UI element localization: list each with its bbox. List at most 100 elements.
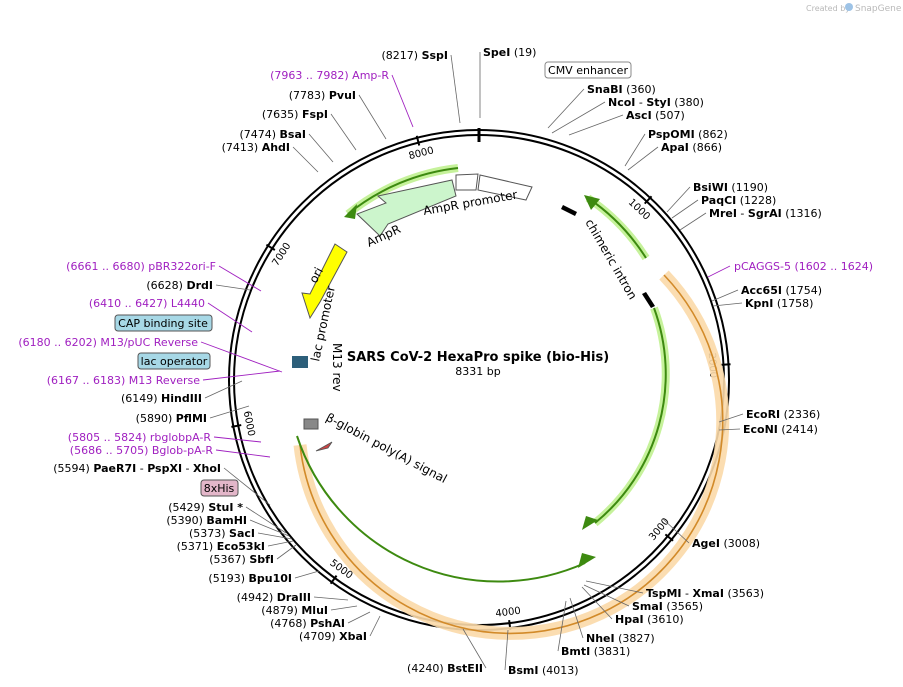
site-label: (8217) SspI (381, 49, 448, 62)
site-leader (330, 113, 357, 151)
site-paqci: PaqCI (1228) (701, 194, 776, 207)
site-nhei: NheI (3827) (586, 632, 655, 645)
site-leader (249, 519, 290, 537)
site-bsteii: (4240) BstEII (407, 662, 483, 675)
site-bmti: BmtI (3831) (561, 645, 630, 658)
site-leader (679, 212, 707, 231)
lac-operator-box: lac operator (137, 352, 211, 370)
site-ahdi: (7413) AhdI (222, 141, 290, 154)
site-smai: SmaI (3565) (632, 600, 703, 613)
site-leader (718, 428, 741, 431)
site-leader (450, 54, 461, 124)
site-label: TspMI - XmaI (3563) (646, 587, 764, 600)
restriction-site-labels: SpeI (19) SnaBI (360)NcoI - StyI (380)Asc… (53, 46, 822, 677)
primer-leader (215, 449, 271, 458)
site-leader (569, 597, 584, 639)
chimeric-intron-marker (561, 205, 577, 216)
site-label: (5890) PflMI (136, 412, 207, 425)
ruler-tick (643, 195, 653, 205)
ruler-label: 3000 (647, 516, 672, 543)
feature-labels: AmpR promoter AmpR ori lac promoter M13 … (306, 188, 640, 486)
site-leader (624, 133, 646, 167)
site-leader (581, 586, 613, 620)
site-mlui: (4879) MluI (261, 604, 328, 617)
site-label: (7635) FspI (262, 108, 328, 121)
plasmid-size: 8331 bp (455, 365, 500, 378)
spike-cds-track (293, 270, 730, 640)
site-sbfi: (5367) SbfI (209, 553, 274, 566)
site-leader (223, 467, 271, 506)
site-leader (276, 544, 297, 560)
site-leader (204, 380, 243, 399)
site-hpai: HpaI (3610) (615, 613, 684, 626)
site-label: (4240) BstEII (407, 662, 483, 675)
plasmid-name: SARS CoV-2 HexaPro spike (bio-His) (347, 350, 609, 365)
site-pvui: (7783) PvuI (289, 89, 356, 102)
site-pshai: (4768) PshAI (270, 617, 345, 630)
site-bpu10i: (5193) Bpu10I (208, 572, 292, 585)
site-label: SpeI (19) (483, 46, 536, 59)
site-snabi: SnaBI (360) (587, 83, 656, 96)
credit-prefix: Created by (806, 4, 850, 13)
site-leader (267, 540, 294, 547)
site-bsiwi: BsiWI (1190) (693, 181, 768, 194)
site-kpni: KpnI (1758) (745, 297, 813, 310)
site-leader (215, 284, 251, 291)
primer-l4440: (6410 .. 6427) L4440 (89, 297, 205, 310)
site-hindiii: (6149) HindIII (121, 392, 202, 405)
site-label: AscI (507) (626, 109, 685, 122)
site-acc65i: Acc65I (1754) (741, 284, 822, 297)
site-label: (5390) BamHI (166, 514, 247, 527)
site-label: (4942) DraIII (237, 591, 311, 604)
site-label: BsiWI (1190) (693, 181, 768, 194)
site-ncoi-styi: NcoI - StyI (380) (608, 96, 704, 109)
site-leader (294, 570, 320, 579)
primer-pbr322ori: (6661 .. 6680) pBR322ori-F (66, 260, 216, 273)
site-asci: AscI (507) (626, 109, 685, 122)
site-leader (627, 146, 659, 171)
ruler-tick (231, 424, 242, 428)
site-fspi: (7635) FspI (262, 108, 328, 121)
credit-brand: SnapGene (855, 4, 902, 14)
site-xbai: (4709) XbaI (299, 630, 367, 643)
site-leader (504, 629, 509, 671)
site-paer7i: (5594) PaeR7I - PspXI - XhoI (53, 462, 221, 475)
site-label: PspOMI (862) (648, 128, 728, 141)
site-pflmi: (5890) PflMI (136, 412, 207, 425)
site-leader (245, 506, 287, 534)
site-leader (308, 133, 334, 163)
primer-bglobpa: (5686 .. 5705) Bglob-pA-R (70, 444, 214, 457)
svg-text:CAP binding site: CAP binding site (118, 317, 208, 330)
primer-leader (213, 436, 262, 443)
primer-leader (218, 265, 262, 292)
ori-arrow (301, 243, 348, 320)
site-leader (666, 186, 691, 213)
site-leader (547, 88, 585, 129)
site-label: (6628) DrdI (146, 279, 213, 292)
site-leader (662, 518, 690, 544)
snapgene-credit: Created by SnapGene (806, 3, 902, 14)
green-feature-arcs (296, 164, 670, 583)
primer-leader (207, 302, 253, 333)
site-leader (718, 413, 744, 423)
cmv-enhancer-arrow (477, 174, 533, 201)
svg-text:CMV enhancer: CMV enhancer (548, 64, 628, 77)
site-drdi: (6628) DrdI (146, 279, 213, 292)
site-leader (209, 405, 250, 419)
site-leader (257, 532, 293, 540)
site-label: (7783) PvuI (289, 89, 356, 102)
ruler-tick (720, 363, 731, 366)
site-bsai: (7474) BsaI (239, 128, 306, 141)
plasmid-center: SARS CoV-2 HexaPro spike (bio-His) 8331 … (347, 350, 609, 378)
primer-m13rev: (6167 .. 6183) M13 Reverse (47, 374, 200, 387)
site-label: Acc65I (1754) (741, 284, 822, 297)
site-sspi: (8217) SspI (381, 49, 448, 62)
site-label: BsmI (4013) (508, 664, 579, 677)
site-label: (5193) Bpu10I (208, 572, 292, 585)
ori-label: ori (306, 265, 326, 285)
site-apai: ApaI (866) (661, 141, 722, 154)
site-label: PaqCI (1228) (701, 194, 776, 207)
site-leader (585, 580, 644, 594)
site-leader (330, 605, 358, 611)
